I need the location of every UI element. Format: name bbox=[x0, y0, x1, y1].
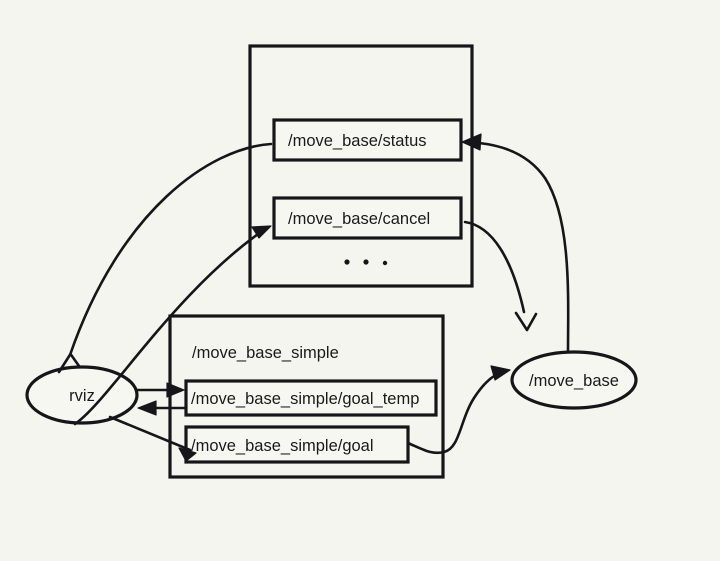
edge-rviz-to-goal bbox=[108, 415, 197, 462]
edge-move-base-to-status bbox=[461, 133, 570, 354]
edge-status-to-rviz bbox=[57, 142, 273, 374]
group-box-move-base-simple bbox=[168, 314, 445, 479]
node-label-move-base: /move_base bbox=[529, 372, 619, 390]
topic-box-move-base-status[interactable] bbox=[272, 118, 463, 162]
topic-label-move-base-simple-goal-temp: /move_base_simple/goal_temp bbox=[191, 390, 419, 408]
edge-cancel-to-move-base bbox=[463, 220, 538, 332]
topic-label-move-base-simple-goal: /move_base_simple/goal bbox=[191, 437, 374, 455]
topic-box-move-base-simple-goal-temp[interactable] bbox=[184, 379, 438, 417]
group-box-move-base bbox=[248, 44, 474, 288]
edge-rviz-to-goal-temp bbox=[135, 382, 185, 398]
topic-box-move-base-simple-goal[interactable] bbox=[184, 425, 410, 464]
topic-label-move-base-cancel: /move_base/cancel bbox=[288, 210, 430, 228]
group-label-move-base-simple: /move_base_simple bbox=[192, 344, 339, 362]
node-ellipse-rviz[interactable] bbox=[25, 365, 139, 425]
ellipsis-dots bbox=[344, 259, 388, 266]
edge-goal-temp-to-rviz bbox=[137, 400, 188, 416]
topic-box-move-base-cancel[interactable] bbox=[272, 196, 463, 240]
node-ellipse-move-base[interactable] bbox=[510, 350, 638, 410]
topic-label-move-base-status: /move_base/status bbox=[288, 132, 427, 150]
edge-goal-to-move-base bbox=[406, 365, 511, 455]
edge-rviz-to-cancel bbox=[73, 225, 272, 426]
node-label-rviz: rviz bbox=[69, 387, 95, 405]
